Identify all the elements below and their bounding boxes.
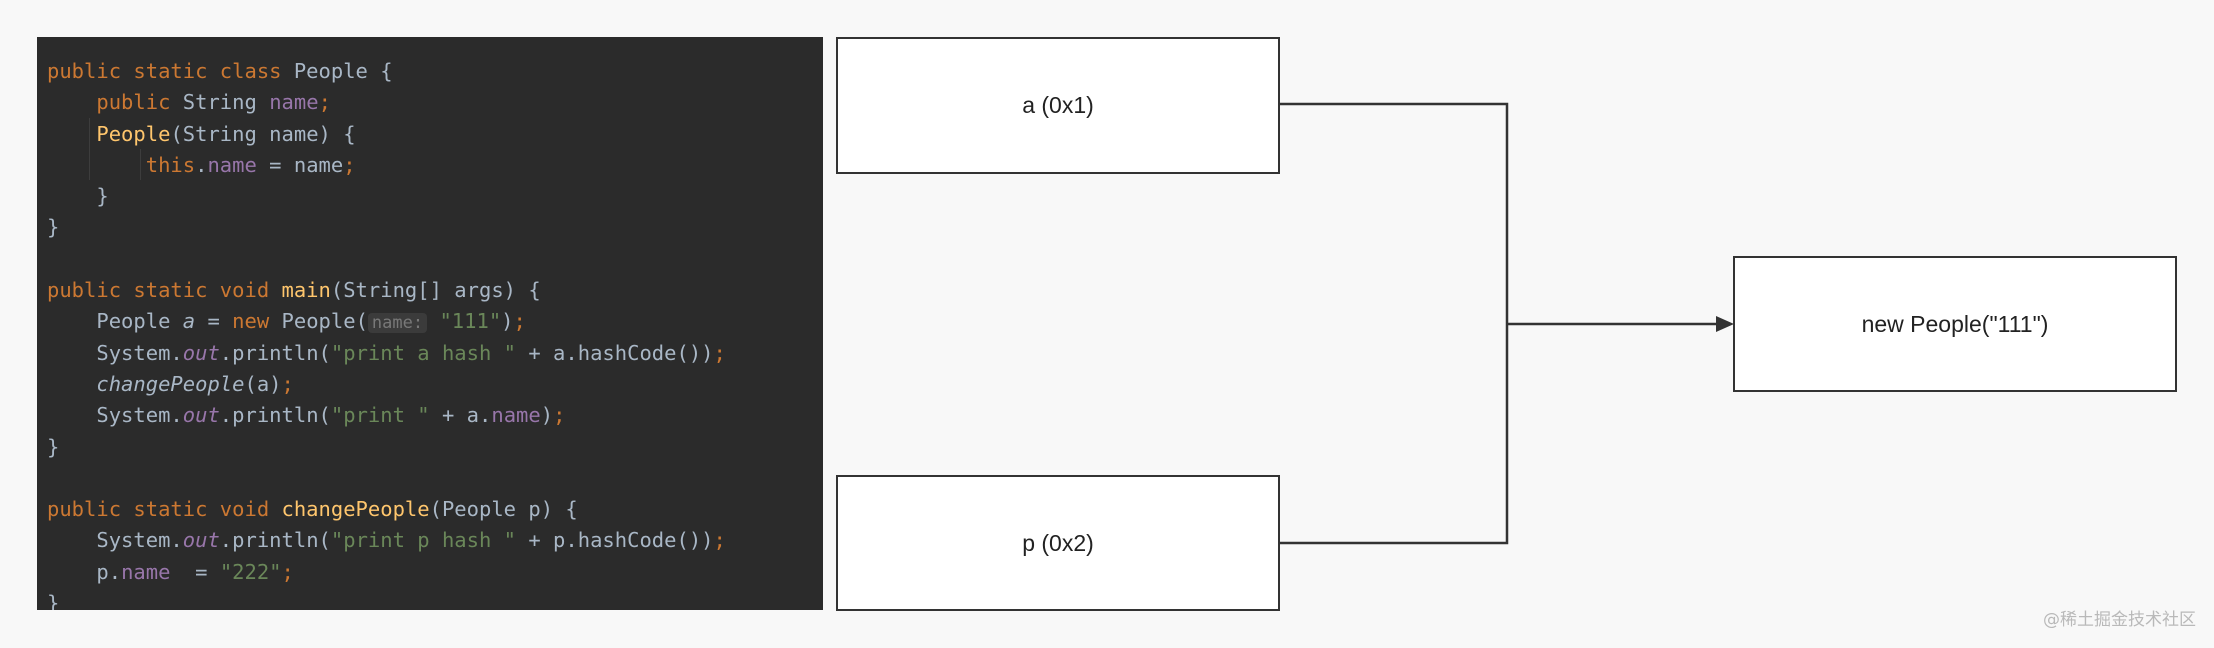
code-token: System. [47,403,183,428]
code-line: public String name; [37,87,823,118]
code-line: System.out.println("print a hash " + a.h… [37,338,823,369]
code-line: System.out.println("print p hash " + p.h… [37,525,823,556]
code-token: ; [713,340,726,365]
code-token: public [96,90,183,115]
code-token: .println( [219,403,331,428]
connector-a [1279,102,1509,324]
code-token: (String[] args) { [330,278,541,303]
code-token: System. [47,528,183,553]
code-token: "111" [439,309,502,334]
code-token: "print p hash " [330,528,517,553]
code-token: ; [281,371,294,396]
code-token: People [47,309,183,334]
code-token: .println( [219,528,331,553]
code-token: System. [47,340,183,365]
code-token: ) [501,309,514,334]
code-token: out [182,403,220,428]
code-token: public static void [47,497,282,522]
code-token: main [281,278,331,303]
connector-p [1279,324,1509,545]
code-token: (a) [244,371,282,396]
box-variable-p: p (0x2) [836,475,1280,611]
code-line: public static void changePeople(People p… [37,494,823,525]
code-token: = [195,309,233,334]
box-variable-p-label: p (0x2) [1022,529,1094,556]
code-token: ; [513,309,526,334]
code-token: } [47,591,60,610]
code-line: } [37,212,823,243]
box-variable-a: a (0x1) [836,37,1280,174]
arrowhead-icon [1716,316,1734,332]
code-line: public static class People { [37,56,823,87]
code-token: p. [47,559,122,584]
code-token: public static void [47,278,282,303]
indent-guide [89,118,90,180]
box-people-object-label: new People("111") [1861,310,2049,337]
code-token: + p.hashCode()) [516,528,714,553]
code-token: ; [713,528,726,553]
code-token: out [182,340,220,365]
code-token: out [182,528,220,553]
code-token: public static class [47,59,294,83]
code-token: (String name) { [170,121,356,146]
code-token: . [195,152,208,177]
code-lines: public static class People { public Stri… [37,56,823,610]
code-token: name [207,152,257,177]
code-line: } [37,181,823,212]
code-line: } [37,588,823,610]
code-line: changePeople(a); [37,369,823,400]
code-token: } [47,434,60,459]
code-token: People [96,121,171,146]
code-line: People a = new People(name: "111"); [37,306,823,337]
code-token: this [145,152,196,177]
code-token: name [121,559,171,584]
code-token: name [269,90,319,115]
code-token: + a.hashCode()) [516,340,714,365]
code-token: People( [281,309,368,334]
code-line: System.out.println("print " + a.name); [37,400,823,431]
code-token: ; [318,90,331,115]
code-token: changePeople [281,497,430,522]
code-token: name [491,403,541,428]
code-token: .println( [219,340,331,365]
code-line: } [37,432,823,463]
code-token: ; [281,559,294,584]
code-token: People { [293,59,393,83]
code-token: "222" [219,559,282,584]
code-line: this.name = name; [37,150,823,181]
code-token: changePeople [96,371,245,396]
watermark: @稀土掘金技术社区 [2043,610,2196,630]
code-token: "print a hash " [330,340,517,365]
code-token: name: [367,313,428,334]
code-token: ) [540,403,554,428]
code-token: a [182,309,196,334]
box-people-object: new People("111") [1733,256,2177,392]
code-token: = name [256,152,344,177]
code-token: (People p) { [429,497,578,522]
code-token: "print " [330,403,430,428]
code-token: new [232,309,282,334]
code-token: String [182,90,270,115]
code-token: ; [343,152,356,177]
code-line: People(String name) { [37,119,823,150]
indent-guide [140,149,141,180]
code-token: } [47,184,109,209]
code-line: p.name = "222"; [37,557,823,588]
code-token: } [47,215,60,240]
code-token: ; [553,403,566,428]
code-panel: public static class People { public Stri… [37,37,823,610]
code-line: public static void main(String[] args) { [37,275,823,306]
box-variable-a-label: a (0x1) [1022,92,1094,118]
code-token: = [170,559,220,584]
code-token: + a. [429,403,492,428]
